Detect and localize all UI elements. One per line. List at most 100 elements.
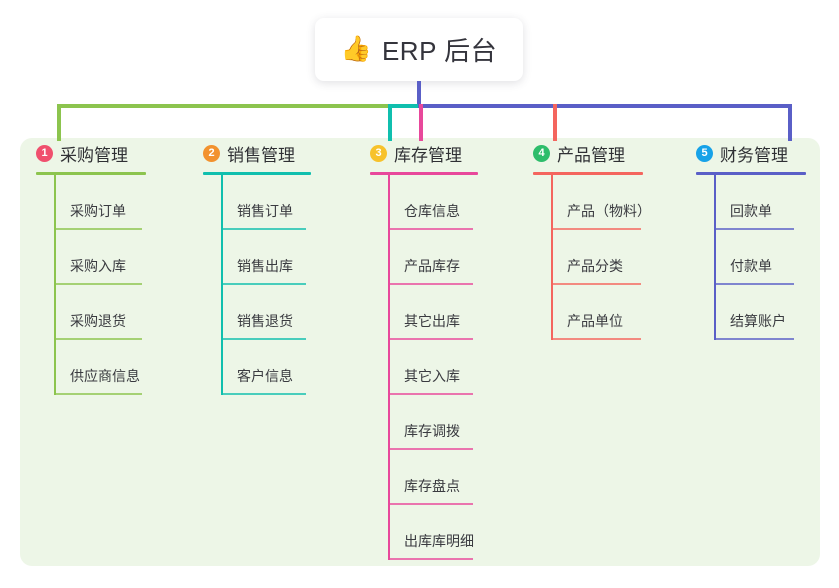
menu-item-label: 产品分类 [567,258,623,274]
column-header-rule-2 [203,172,311,175]
root-node-title: ERP 后台 [381,36,498,66]
menu-item-rule [388,283,473,285]
menu-item-rule [221,338,306,340]
column-title-2: 销售管理 [227,145,295,165]
menu-item-label: 采购退货 [70,313,126,329]
menu-item[interactable]: 产品分类 [551,230,643,285]
menu-item-rule [54,338,142,340]
menu-item-rule [714,283,794,285]
column-header-rule-1 [36,172,146,175]
root-node-card[interactable]: 👍 ERP 后台 [315,18,523,81]
column-3: 3 库存管理仓库信息产品库存其它出库其它入库库存调拨库存盘点出库库明细 [370,140,478,560]
menu-item-rule [388,558,473,560]
thumbs-up-icon: 👍 [340,35,372,63]
column-items-3: 仓库信息产品库存其它出库其它入库库存调拨库存盘点出库库明细 [388,175,478,560]
menu-item[interactable]: 销售订单 [221,175,311,230]
menu-item-label: 产品单位 [567,313,623,329]
menu-item[interactable]: 出库库明细 [388,505,478,560]
menu-item[interactable]: 销售出库 [221,230,311,285]
column-items-1: 采购订单采购入库采购退货供应商信息 [54,175,146,395]
menu-item-rule [221,228,306,230]
column-header-3[interactable]: 3 库存管理 [370,140,478,166]
menu-item-rule [551,338,641,340]
connector-drop-column-1 [57,104,61,141]
menu-item-label: 销售订单 [237,203,293,219]
menu-item-label: 产品（物料） [567,203,651,219]
menu-item-label: 采购订单 [70,203,126,219]
menu-item[interactable]: 其它入库 [388,340,478,395]
connector-drop-column-2 [388,104,392,141]
column-items-5: 回款单付款单结算账户 [714,175,806,340]
column-badge-icon-4: 4 [533,144,550,162]
column-items-2: 销售订单销售出库销售退货客户信息 [221,175,311,395]
menu-item[interactable]: 客户信息 [221,340,311,395]
menu-item-rule [714,338,794,340]
diagram-panel [20,138,820,566]
menu-item[interactable]: 回款单 [714,175,806,230]
menu-item-rule [388,448,473,450]
menu-item-label: 客户信息 [237,368,293,384]
connector-bar-segment-teal [388,104,420,108]
column-badge-icon-1: 1 [36,144,53,162]
menu-item-rule [221,393,306,395]
column-header-4[interactable]: 4 产品管理 [533,140,643,166]
connector-drop-column-5 [788,104,792,141]
menu-item-label: 库存盘点 [404,478,460,494]
menu-item-rule [388,503,473,505]
column-spine-5 [714,175,716,340]
menu-item-rule [388,228,473,230]
menu-item[interactable]: 仓库信息 [388,175,478,230]
menu-item[interactable]: 结算账户 [714,285,806,340]
menu-item-rule [221,283,306,285]
menu-item-label: 出库库明细 [404,533,474,549]
menu-item-label: 其它出库 [404,313,460,329]
column-header-rule-4 [533,172,643,175]
menu-item[interactable]: 采购入库 [54,230,146,285]
menu-item-label: 其它入库 [404,368,460,384]
menu-item[interactable]: 采购退货 [54,285,146,340]
menu-item[interactable]: 销售退货 [221,285,311,340]
menu-item-label: 付款单 [730,258,772,274]
menu-item[interactable]: 库存盘点 [388,450,478,505]
column-spine-3 [388,175,390,560]
menu-item-label: 库存调拨 [404,423,460,439]
menu-item-label: 供应商信息 [70,368,140,384]
column-title-3: 库存管理 [394,145,462,165]
column-items-4: 产品（物料） 产品分类产品单位 [551,175,651,340]
menu-item-label: 仓库信息 [404,203,460,219]
menu-item-rule [551,228,641,230]
connector-drop-column-4 [553,104,557,141]
menu-item[interactable]: 产品单位 [551,285,643,340]
root-node-content: 👍 ERP 后台 [341,31,497,68]
column-header-rule-3 [370,172,478,175]
menu-item[interactable]: 供应商信息 [54,340,146,395]
connector-drop-column-3 [419,104,423,141]
menu-item[interactable]: 库存调拨 [388,395,478,450]
menu-item[interactable]: 产品库存 [388,230,478,285]
connector-bar-segment-green [57,104,390,108]
menu-item-label: 回款单 [730,203,772,219]
column-badge-icon-3: 3 [370,144,387,162]
menu-item-rule [551,283,641,285]
menu-item[interactable]: 付款单 [714,230,806,285]
column-spine-2 [221,175,223,395]
column-title-4: 产品管理 [557,145,625,165]
column-4: 4 产品管理产品（物料） 产品分类产品单位 [533,140,651,340]
connector-bar-segment-indigo [418,104,792,108]
column-spine-1 [54,175,56,395]
menu-item-rule [388,393,473,395]
menu-item-rule [54,228,142,230]
menu-item[interactable]: 其它出库 [388,285,478,340]
menu-item[interactable]: 产品（物料） [551,175,651,230]
menu-item-label: 结算账户 [730,313,786,329]
menu-item-rule [388,338,473,340]
menu-item-label: 产品库存 [404,258,460,274]
menu-item[interactable]: 采购订单 [54,175,146,230]
column-spine-4 [551,175,553,340]
